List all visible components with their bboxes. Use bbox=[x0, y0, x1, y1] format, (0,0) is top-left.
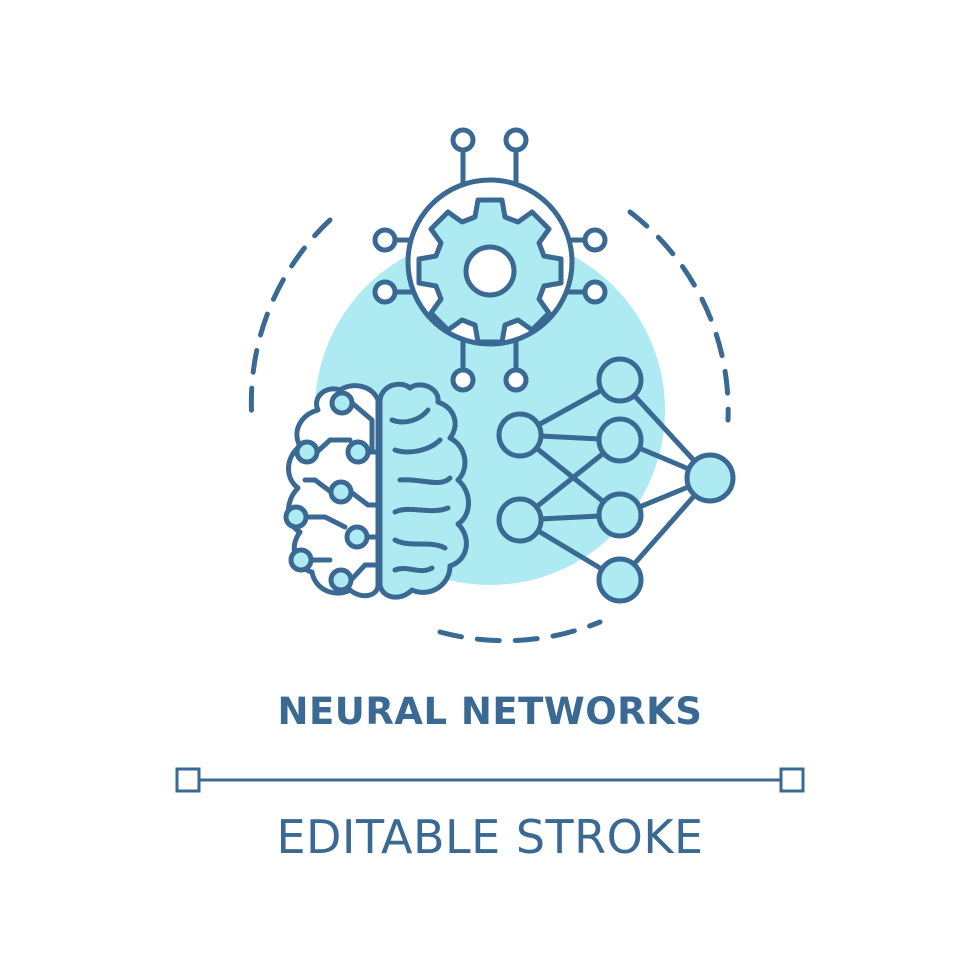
stroke-handle-right[interactable] bbox=[779, 767, 805, 793]
editable-stroke-line bbox=[175, 767, 805, 793]
brain-icon bbox=[283, 381, 471, 600]
network-node bbox=[496, 496, 544, 544]
network-node bbox=[684, 452, 736, 504]
network-node bbox=[596, 356, 644, 404]
dashed-ring bbox=[248, 209, 731, 644]
network-node bbox=[496, 411, 544, 459]
network-graph-icon bbox=[496, 356, 736, 604]
icon-title: NEURAL NETWORKS bbox=[277, 690, 703, 733]
icon-subtitle: EDITABLE STROKE bbox=[276, 810, 704, 864]
stroke-handle-left[interactable] bbox=[175, 767, 201, 793]
network-node bbox=[596, 491, 644, 539]
network-node bbox=[596, 416, 644, 464]
gear-chip-icon bbox=[372, 127, 608, 393]
network-node bbox=[596, 556, 644, 604]
